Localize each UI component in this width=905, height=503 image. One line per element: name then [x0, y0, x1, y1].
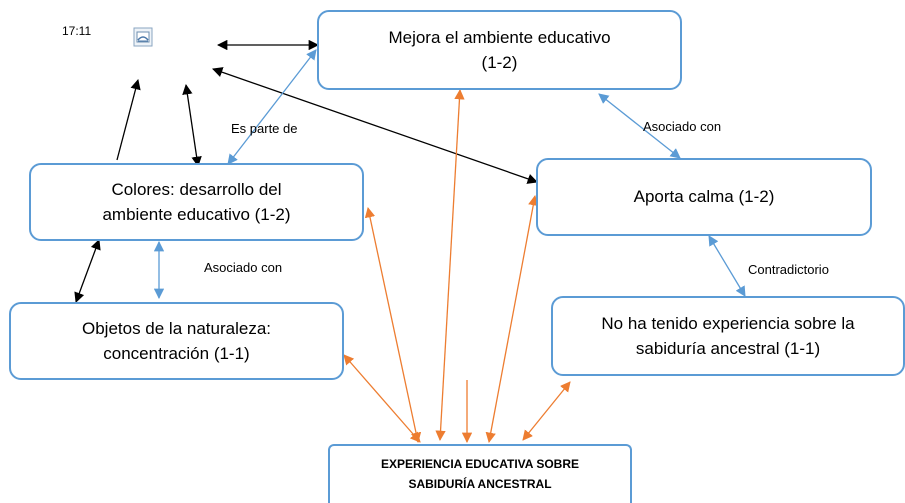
node-aporta-calma: Aporta calma (1-2): [536, 158, 872, 236]
node-colores: Colores: desarrollo del ambiente educati…: [29, 163, 364, 241]
arrow-central-objetos: [343, 354, 421, 443]
node-mejora-ambiente: Mejora el ambiente educativo (1-2): [317, 10, 682, 90]
arrow-central-noha: [522, 381, 571, 441]
arrow-image-to-colores: [182, 83, 202, 168]
node-no-ha-tenido: No ha tenido experiencia sobre la sabidu…: [551, 296, 905, 376]
arrow-central-mejora: [435, 88, 465, 442]
arrow-central-colores: [364, 206, 422, 444]
arrow-aporta-noha: [708, 235, 746, 297]
picture-icon: [133, 27, 153, 47]
time-label: 17:11: [62, 24, 92, 38]
edge-label-contradictorio: Contradictorio: [748, 262, 829, 277]
edge-label-es-parte-de: Es parte de: [231, 121, 298, 136]
arrow-colores-to-image: [116, 78, 141, 161]
node-objetos-naturaleza: Objetos de la naturaleza: concentración …: [9, 302, 344, 380]
edge-label-asociado-top: Asociado con: [643, 119, 722, 134]
arrow-central-aporta: [485, 194, 539, 444]
arrow-colores-mejora: [227, 49, 317, 165]
edge-label-asociado-left: Asociado con: [204, 260, 283, 275]
node-central-experiencia: EXPERIENCIA EDUCATIVA SOBRE SABIDURÍA AN…: [328, 444, 632, 503]
arrow-colores-to-objetos: [74, 239, 101, 303]
arrow-mejora-aporta: [598, 93, 681, 159]
